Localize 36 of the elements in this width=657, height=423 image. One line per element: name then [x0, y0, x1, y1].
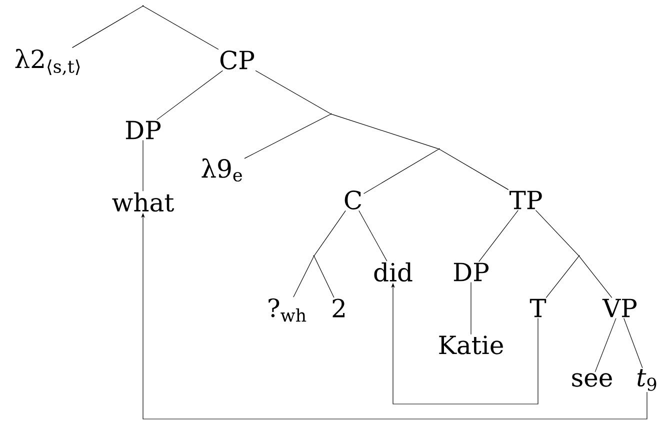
tree-label: DP — [454, 262, 489, 282]
tree-branch — [478, 210, 518, 262]
tree-branch — [363, 149, 438, 194]
tree-label: what — [112, 192, 174, 212]
tree-label: CP — [220, 50, 254, 70]
tree-label: see — [572, 373, 612, 387]
tree-branch — [546, 256, 579, 298]
tree-branch — [440, 149, 509, 190]
tree-label: λ9$_{e}$ — [202, 158, 242, 182]
tree-label: Katie — [439, 336, 503, 354]
tree-label: t$_{9}$ — [638, 369, 656, 391]
tree-branch — [314, 210, 346, 256]
tree-branch — [244, 114, 330, 159]
tree-branch — [293, 256, 314, 298]
tree-label: did — [374, 262, 412, 282]
tree-label: C — [344, 190, 362, 210]
tree-branch — [255, 70, 330, 114]
tree-branch — [142, 140, 144, 192]
tree-branch — [156, 70, 224, 120]
tree-branch — [579, 256, 612, 298]
tree-branch — [332, 114, 438, 149]
tree-branch — [72, 6, 142, 48]
tree-label: VP — [602, 298, 637, 318]
tree-branch — [535, 210, 579, 256]
tree-label: ?$_{wh}$ — [268, 298, 306, 322]
tree-branch — [470, 282, 472, 335]
tree-label: λ2$_{⟨s,t⟩}$ — [15, 48, 80, 76]
tree-branch — [594, 318, 616, 372]
tree-branch — [624, 318, 643, 368]
tree-label: 2 — [332, 298, 344, 318]
tree-label: TP — [510, 190, 542, 210]
tree-branch — [314, 256, 334, 298]
tree-label: T — [530, 298, 546, 318]
tree-label: DP — [126, 120, 161, 140]
tree-branch — [144, 6, 219, 50]
tree-branch — [358, 210, 388, 262]
